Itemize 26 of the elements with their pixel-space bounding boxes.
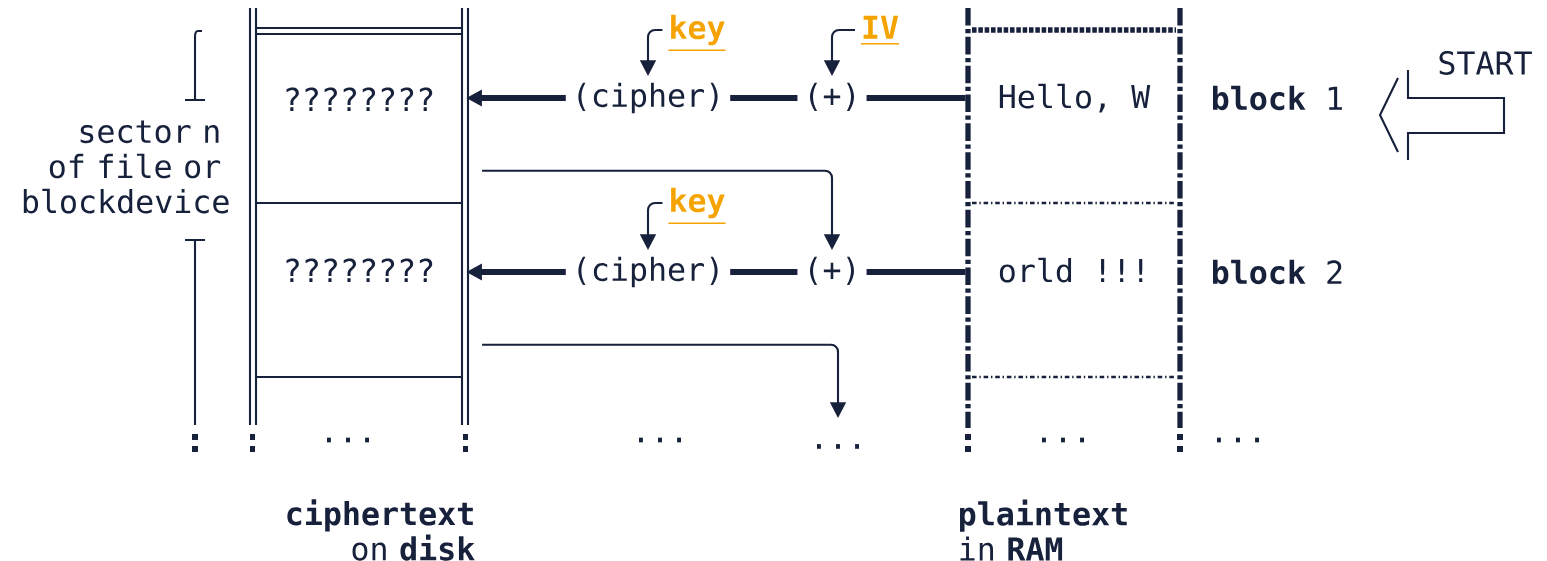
key-label: IV — [860, 15, 900, 45]
connector-line — [866, 269, 966, 275]
ellipsis: ... — [1216, 437, 1259, 443]
operation-label: (cipher) — [578, 82, 718, 114]
block-cell: Hello, W — [999, 83, 1151, 113]
connector-line — [730, 269, 798, 275]
ellipsis: ... — [327, 437, 369, 443]
block-label: block 1 — [1213, 85, 1342, 111]
ellipsis: ... — [1042, 437, 1084, 443]
key-label: key — [667, 187, 727, 224]
block-cell: orld !!! — [999, 257, 1143, 283]
block-cell: ???????? — [286, 87, 433, 112]
connector-line — [866, 95, 966, 101]
ellipsis: ... — [639, 437, 681, 443]
ellipsis: ... — [816, 444, 859, 449]
operation-label: (+) — [810, 82, 854, 111]
column-caption: ciphertext on disk — [287, 499, 475, 561]
column-caption: plaintext in RAM — [960, 499, 1127, 561]
operation-label: (+) — [810, 256, 854, 285]
connector-line — [730, 95, 798, 101]
sector-caption: sector n of file or blockdevice — [23, 120, 229, 214]
key-label: key — [667, 14, 727, 51]
block-cell: ???????? — [286, 258, 433, 283]
operation-label: (cipher) — [578, 256, 718, 288]
block-label: block 2 — [1213, 259, 1342, 285]
start-label: START — [1439, 51, 1532, 75]
